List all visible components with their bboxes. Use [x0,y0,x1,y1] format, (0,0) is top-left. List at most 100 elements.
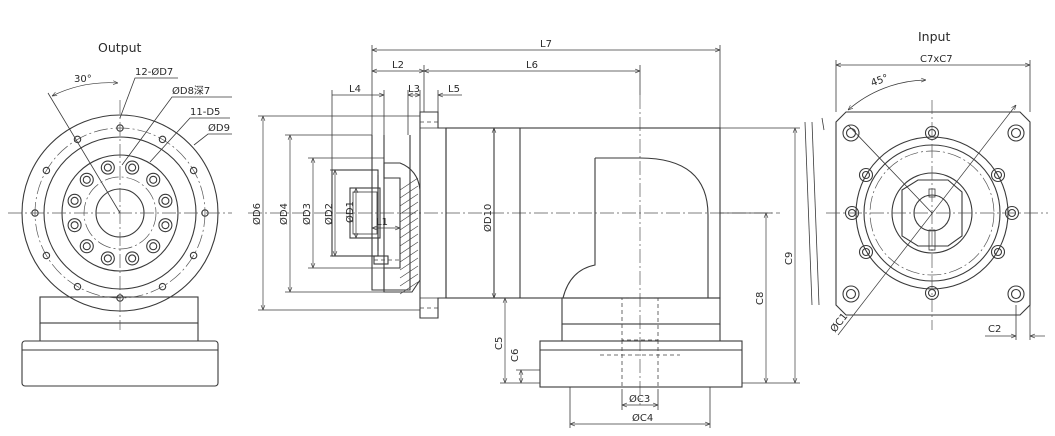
input-corner-hole [1007,124,1025,142]
C9-label: C9 [784,252,795,265]
elbow-outer [595,157,709,298]
C6-label: C6 [510,349,521,362]
hatch-line [399,225,419,239]
output-thread-hole [103,254,112,263]
output-outer-hole [189,166,198,175]
output-inner-holes [67,160,173,266]
input-side-hole-inner [993,247,1003,257]
output-counterbore-hole [125,251,140,266]
output-counterbore-hole [125,160,140,175]
input-corner-hole [842,124,860,142]
lower-neck [561,297,721,325]
holes-12-D7-label: 12-ØD7 [135,66,173,78]
C2-label: C2 [988,324,1001,335]
output-base-block [21,340,219,387]
input-corner-hole [1007,285,1025,303]
L7-label: L7 [540,39,552,50]
hatch-line [399,257,419,271]
input-side-hole [990,167,1006,183]
output-base-neck [39,296,199,324]
D1-label: ØD1 [344,201,356,223]
hatch-line [399,241,419,255]
input-clamp-hub [901,179,963,247]
output-outer-hole [73,282,82,291]
angle-30-label: 30° [74,74,92,85]
input-side-hole [858,167,874,183]
L4-label: L4 [349,84,361,95]
input-side-hole [990,244,1006,260]
L2-label: L2 [392,60,404,71]
hatch-line [399,233,419,247]
output-counterbore-hole [67,193,82,208]
D6-label: ØD6 [251,203,263,225]
output-thread-hole [149,242,158,251]
elbow-inner [562,158,596,299]
input-corner-hole-inner [845,288,857,300]
hatch-line [399,249,419,263]
input-corner-hole-inner [845,127,857,139]
output-counterbore-hole [100,160,115,175]
output-thread-hole [161,196,170,205]
C3-label: ØC3 [629,393,650,405]
D2-label: ØD2 [323,203,335,225]
output-thread-hole [149,175,158,184]
hatch-line [399,273,419,287]
output-counterbore-hole [146,172,161,187]
D3-label: ØD3 [301,203,313,225]
L6-label: L6 [526,60,538,71]
output-counterbore-hole [79,172,94,187]
output-thread-hole [82,242,91,251]
output-counterbore-hole [79,239,94,254]
output-flange-plate [419,111,447,319]
output-outer-hole [158,282,167,291]
output-thread-hole [82,175,91,184]
input-side-hole-inner [861,170,871,180]
hub-section [383,162,421,293]
threads-11-D5-label: 11-D5 [190,107,220,118]
L5-label: L5 [448,84,460,95]
hatch-line [399,265,419,279]
output-counterbore-hole [158,193,173,208]
hub-hatching [399,177,419,295]
output-thread-hole [103,163,112,172]
input-corner-hole-inner [1010,288,1022,300]
C5-label: C5 [494,337,505,350]
output-thread-hole [70,196,79,205]
hatch-line [399,185,419,199]
L1-label: L1 [376,217,388,228]
input-square-flange [835,111,1031,316]
input-corner-hole [842,285,860,303]
C8-label: C8 [755,292,766,305]
hatch-line [399,281,419,295]
output-view: Output 30° 12-ØD7 ØD8深7 11-D5 ØD9 [8,40,232,387]
lower-base [539,340,743,388]
hatch-line [399,177,419,191]
counterbore-D8-label: ØD8深7 [172,85,210,97]
bolt-circle-D9-label: ØD9 [208,122,230,134]
C4-label: ØC4 [632,412,653,424]
input-view: Input C7xC7 45° ØC1 C [804,29,1048,340]
input-side-hole-inner [861,247,871,257]
output-thread-hole [70,221,79,230]
hatch-line [399,217,419,231]
input-title: Input [918,29,950,44]
output-counterbore-hole [158,218,173,233]
output-thread-hole [128,254,137,263]
hatch-line [399,209,419,223]
input-corner-hole-inner [1010,127,1022,139]
output-thread-hole [128,163,137,172]
D4-label: ØD4 [278,203,290,225]
output-outer-hole [42,251,51,260]
output-outer-hole [189,251,198,260]
output-counterbore-hole [67,218,82,233]
output-counterbore-hole [146,239,161,254]
input-side-hole [858,244,874,260]
hatch-line [399,201,419,215]
C7xC7-label: C7xC7 [920,54,953,65]
output-outer-hole [42,166,51,175]
side-view: L7 L2 L6 L4 L3 L5 L1 ØD6 ØD4 ØD3 ØD2 [248,39,800,428]
output-counterbore-hole [100,251,115,266]
D10-label: ØD10 [482,204,494,232]
